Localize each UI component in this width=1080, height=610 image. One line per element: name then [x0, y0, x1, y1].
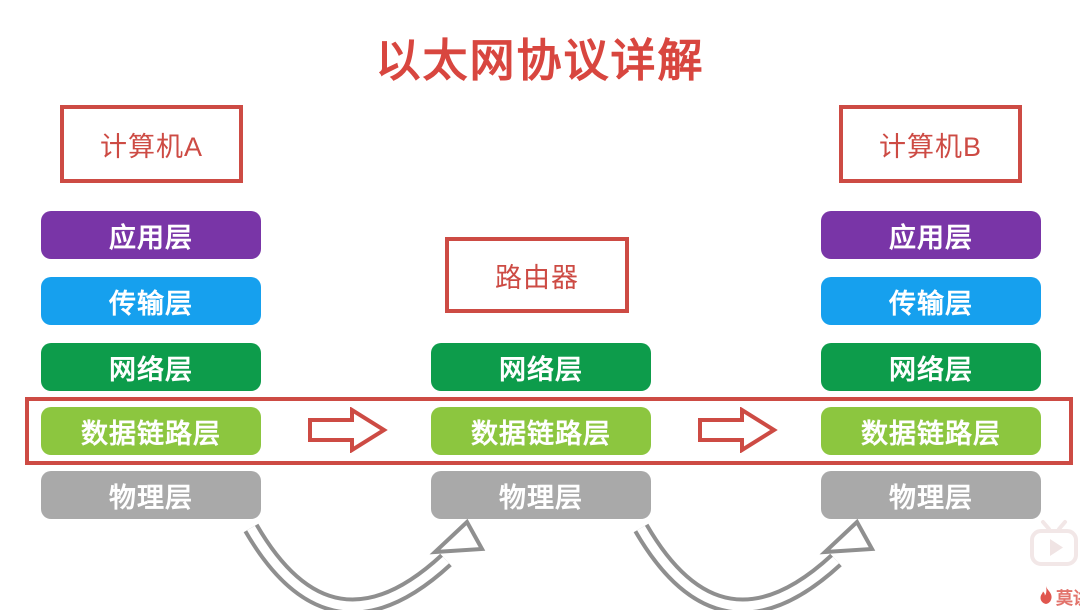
page-title: 以太网协议详解: [375, 35, 705, 86]
layer-label: 传输层: [889, 288, 973, 319]
layer-transport-a: 传输层: [41, 277, 261, 325]
layer-datalink-a: 数据链路层: [41, 407, 261, 455]
physical-curve-arrow-left-icon: [243, 518, 486, 610]
layer-application-a: 应用层: [41, 211, 261, 259]
layer-transport-b: 传输层: [821, 277, 1041, 325]
watermark: 莫讲: [1038, 583, 1080, 609]
datalink-arrow-left-icon: [308, 407, 388, 453]
layer-label: 应用层: [109, 222, 193, 253]
layer-label: 应用层: [889, 222, 973, 253]
datalink-arrow-right-icon: [698, 407, 778, 453]
tv-play-icon: [1030, 520, 1078, 566]
datalink-highlight-frame: [25, 397, 1073, 465]
layer-network-router: 网络层: [431, 343, 651, 391]
layer-network-a: 网络层: [41, 343, 261, 391]
layer-physical-b: 物理层: [821, 471, 1041, 519]
computer-b-box: 计算机B: [839, 105, 1022, 183]
layer-label: 网络层: [499, 354, 583, 385]
layer-label: 网络层: [109, 354, 193, 385]
router-box: 路由器: [445, 237, 629, 313]
layer-label: 数据链路层: [471, 418, 611, 449]
layer-label: 物理层: [889, 482, 973, 513]
layer-label: 物理层: [109, 482, 193, 513]
layer-label: 传输层: [109, 288, 193, 319]
layer-application-b: 应用层: [821, 211, 1041, 259]
layer-datalink-b: 数据链路层: [821, 407, 1041, 455]
watermark-text: 莫讲: [1056, 588, 1080, 608]
flame-icon: [1040, 586, 1052, 604]
computer-a-box: 计算机A: [60, 105, 243, 183]
router-label: 路由器: [495, 262, 579, 293]
computer-a-label: 计算机A: [99, 131, 203, 162]
layer-label: 数据链路层: [861, 418, 1001, 449]
computer-b-label: 计算机B: [878, 131, 982, 162]
physical-curve-arrow-right-icon: [633, 518, 876, 610]
layer-datalink-router: 数据链路层: [431, 407, 651, 455]
layer-physical-a: 物理层: [41, 471, 261, 519]
layer-label: 物理层: [499, 482, 583, 513]
layer-network-b: 网络层: [821, 343, 1041, 391]
layer-physical-router: 物理层: [431, 471, 651, 519]
layer-label: 数据链路层: [81, 418, 221, 449]
layer-label: 网络层: [889, 354, 973, 385]
